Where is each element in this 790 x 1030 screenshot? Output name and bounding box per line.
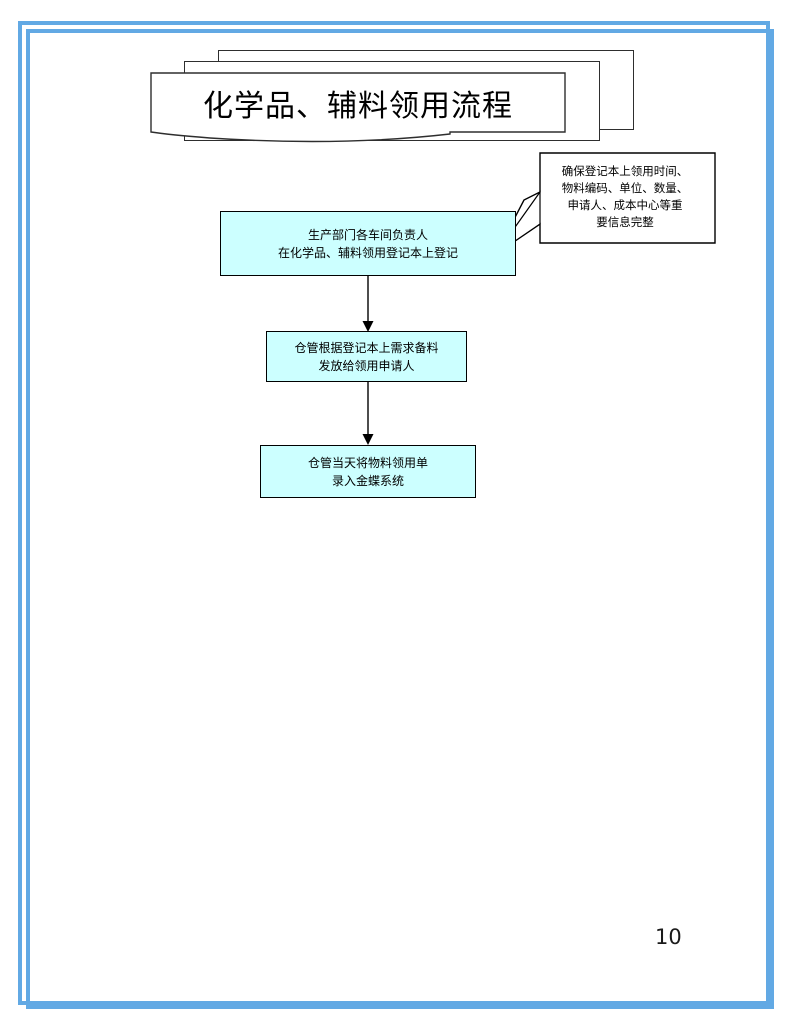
callout-line-3: 申请人、成本中心等重: [567, 198, 683, 212]
flow-node-step-1-line-2: 在化学品、辅料领用登记本上登记: [277, 245, 458, 260]
callout-text: 确保登记本上领用时间、 物料编码、单位、数量、 申请人、成本中心等重 要信息完整: [544, 159, 706, 235]
flow-node-step-3[interactable]: 仓管当天将物料领用单 录入金蝶系统: [260, 445, 476, 498]
flow-node-step-1-line-1: 生产部门各车间负责人: [307, 227, 428, 242]
flow-node-step-1[interactable]: 生产部门各车间负责人 在化学品、辅料领用登记本上登记: [220, 211, 516, 276]
callout-line-4: 要信息完整: [596, 215, 654, 229]
flow-node-step-2[interactable]: 仓管根据登记本上需求备料 发放给领用申请人: [266, 331, 467, 382]
callout-note: 确保登记本上领用时间、 物料编码、单位、数量、 申请人、成本中心等重 要信息完整: [494, 152, 716, 262]
page-number: 10: [655, 925, 682, 949]
title-banner: 化学品、辅料领用流程: [150, 50, 650, 150]
flow-node-step-3-line-2: 录入金蝶系统: [331, 473, 404, 488]
connector-arrow-2: [360, 382, 376, 446]
flow-node-step-3-line-1: 仓管当天将物料领用单: [307, 455, 428, 470]
connector-arrow-1: [360, 276, 376, 333]
callout-line-1: 确保登记本上领用时间、: [561, 164, 689, 178]
banner-sheet-front: [150, 72, 566, 150]
page-border-outer: [18, 21, 770, 1005]
page-border-inner: [26, 29, 774, 1009]
flow-node-step-2-line-2: 发放给领用申请人: [318, 358, 415, 373]
flow-node-step-2-line-1: 仓管根据登记本上需求备料: [294, 340, 439, 355]
callout-line-2: 物料编码、单位、数量、: [561, 181, 689, 195]
page-title: 化学品、辅料领用流程: [203, 89, 513, 124]
